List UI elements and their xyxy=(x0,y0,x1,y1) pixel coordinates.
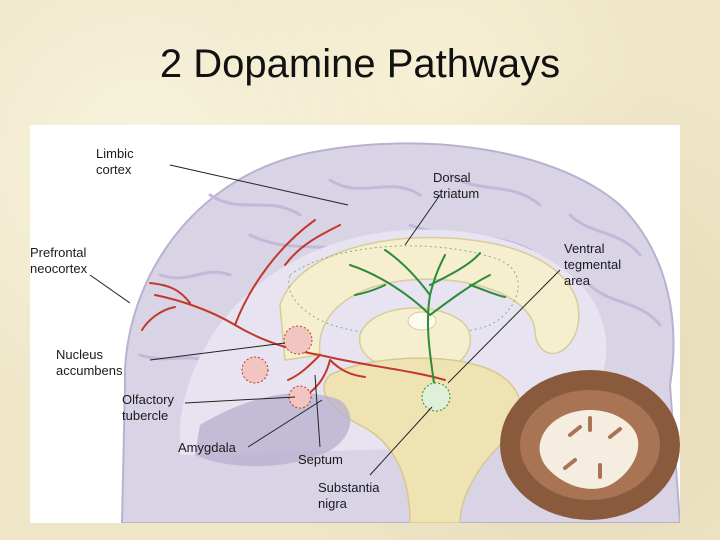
brainstem xyxy=(323,357,522,523)
basal-region xyxy=(195,393,351,467)
striatum-dots xyxy=(288,245,519,337)
label-substantia-nigra: Substantia nigra xyxy=(318,480,380,511)
brain-diagram: Limbic cortex Dorsal striatum Prefrontal… xyxy=(30,125,680,523)
label-dorsal-striatum: Dorsal striatum xyxy=(433,170,480,201)
brain-illustration xyxy=(89,142,680,523)
leader-lines xyxy=(89,164,561,476)
label-amygdala: Amygdala xyxy=(178,440,236,455)
label-ventral-tegmental-area: Ventral tegmental area xyxy=(564,241,622,288)
label-nucleus-accumbens: Nucleus accumbens xyxy=(56,347,123,378)
pathway-targets xyxy=(241,325,313,409)
dorsal-striatum-region xyxy=(279,236,580,361)
label-limbic-cortex: Limbic cortex xyxy=(96,146,134,177)
cerebellum xyxy=(500,370,680,520)
label-septum: Septum xyxy=(298,452,343,467)
slide-title: 2 Dopamine Pathways xyxy=(159,42,561,86)
substantia-nigra-region xyxy=(421,382,451,412)
label-olfactory-tubercle: Olfactory tubercle xyxy=(122,392,175,423)
label-prefrontal-neocortex: Prefrontal neocortex xyxy=(30,245,88,276)
nigrostriatal-pathway xyxy=(349,249,506,391)
